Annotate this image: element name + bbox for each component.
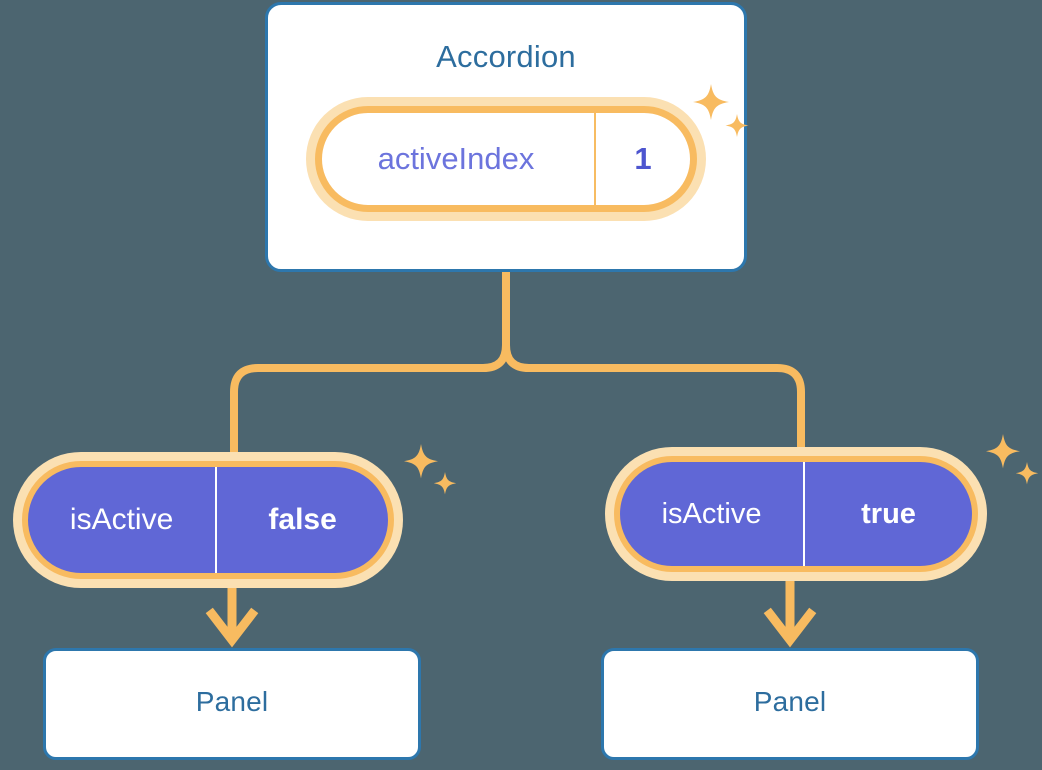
state-value-label: false — [215, 467, 388, 573]
sparkles-icon — [981, 432, 1042, 498]
state-pill-is-active-left[interactable]: isActive false — [13, 452, 403, 588]
sparkles-icon — [399, 442, 461, 508]
panel-card-right[interactable]: Panel — [601, 648, 979, 760]
state-pill-is-active-right[interactable]: isActive true — [605, 447, 987, 581]
connector-branch-left — [230, 344, 510, 452]
page-title: Accordion — [436, 39, 576, 74]
sparkle-large — [404, 444, 438, 479]
panel-title: Panel — [195, 686, 269, 717]
state-value-label: true — [803, 462, 972, 566]
state-key-label: activeIndex — [377, 141, 535, 176]
sparkle-small — [1015, 462, 1039, 485]
state-value-label: 1 — [594, 113, 690, 205]
state-key-label: isActive — [69, 503, 174, 536]
connector-branch-right — [502, 344, 805, 447]
state-pill-body: isActive true — [614, 456, 978, 572]
state-pill-body: activeIndex 1 — [315, 106, 697, 212]
state-pill-active-index[interactable]: activeIndex 1 — [306, 97, 706, 221]
state-key-label: isActive — [661, 497, 762, 530]
arrow-down-icon-left — [205, 607, 259, 648]
panel-card-left[interactable]: Panel — [43, 648, 421, 760]
sparkle-small — [433, 472, 457, 495]
state-pill-body: isActive false — [22, 461, 394, 579]
arrow-down-icon-right — [763, 607, 817, 648]
panel-title: Panel — [753, 686, 827, 717]
sparkle-large — [986, 434, 1020, 469]
